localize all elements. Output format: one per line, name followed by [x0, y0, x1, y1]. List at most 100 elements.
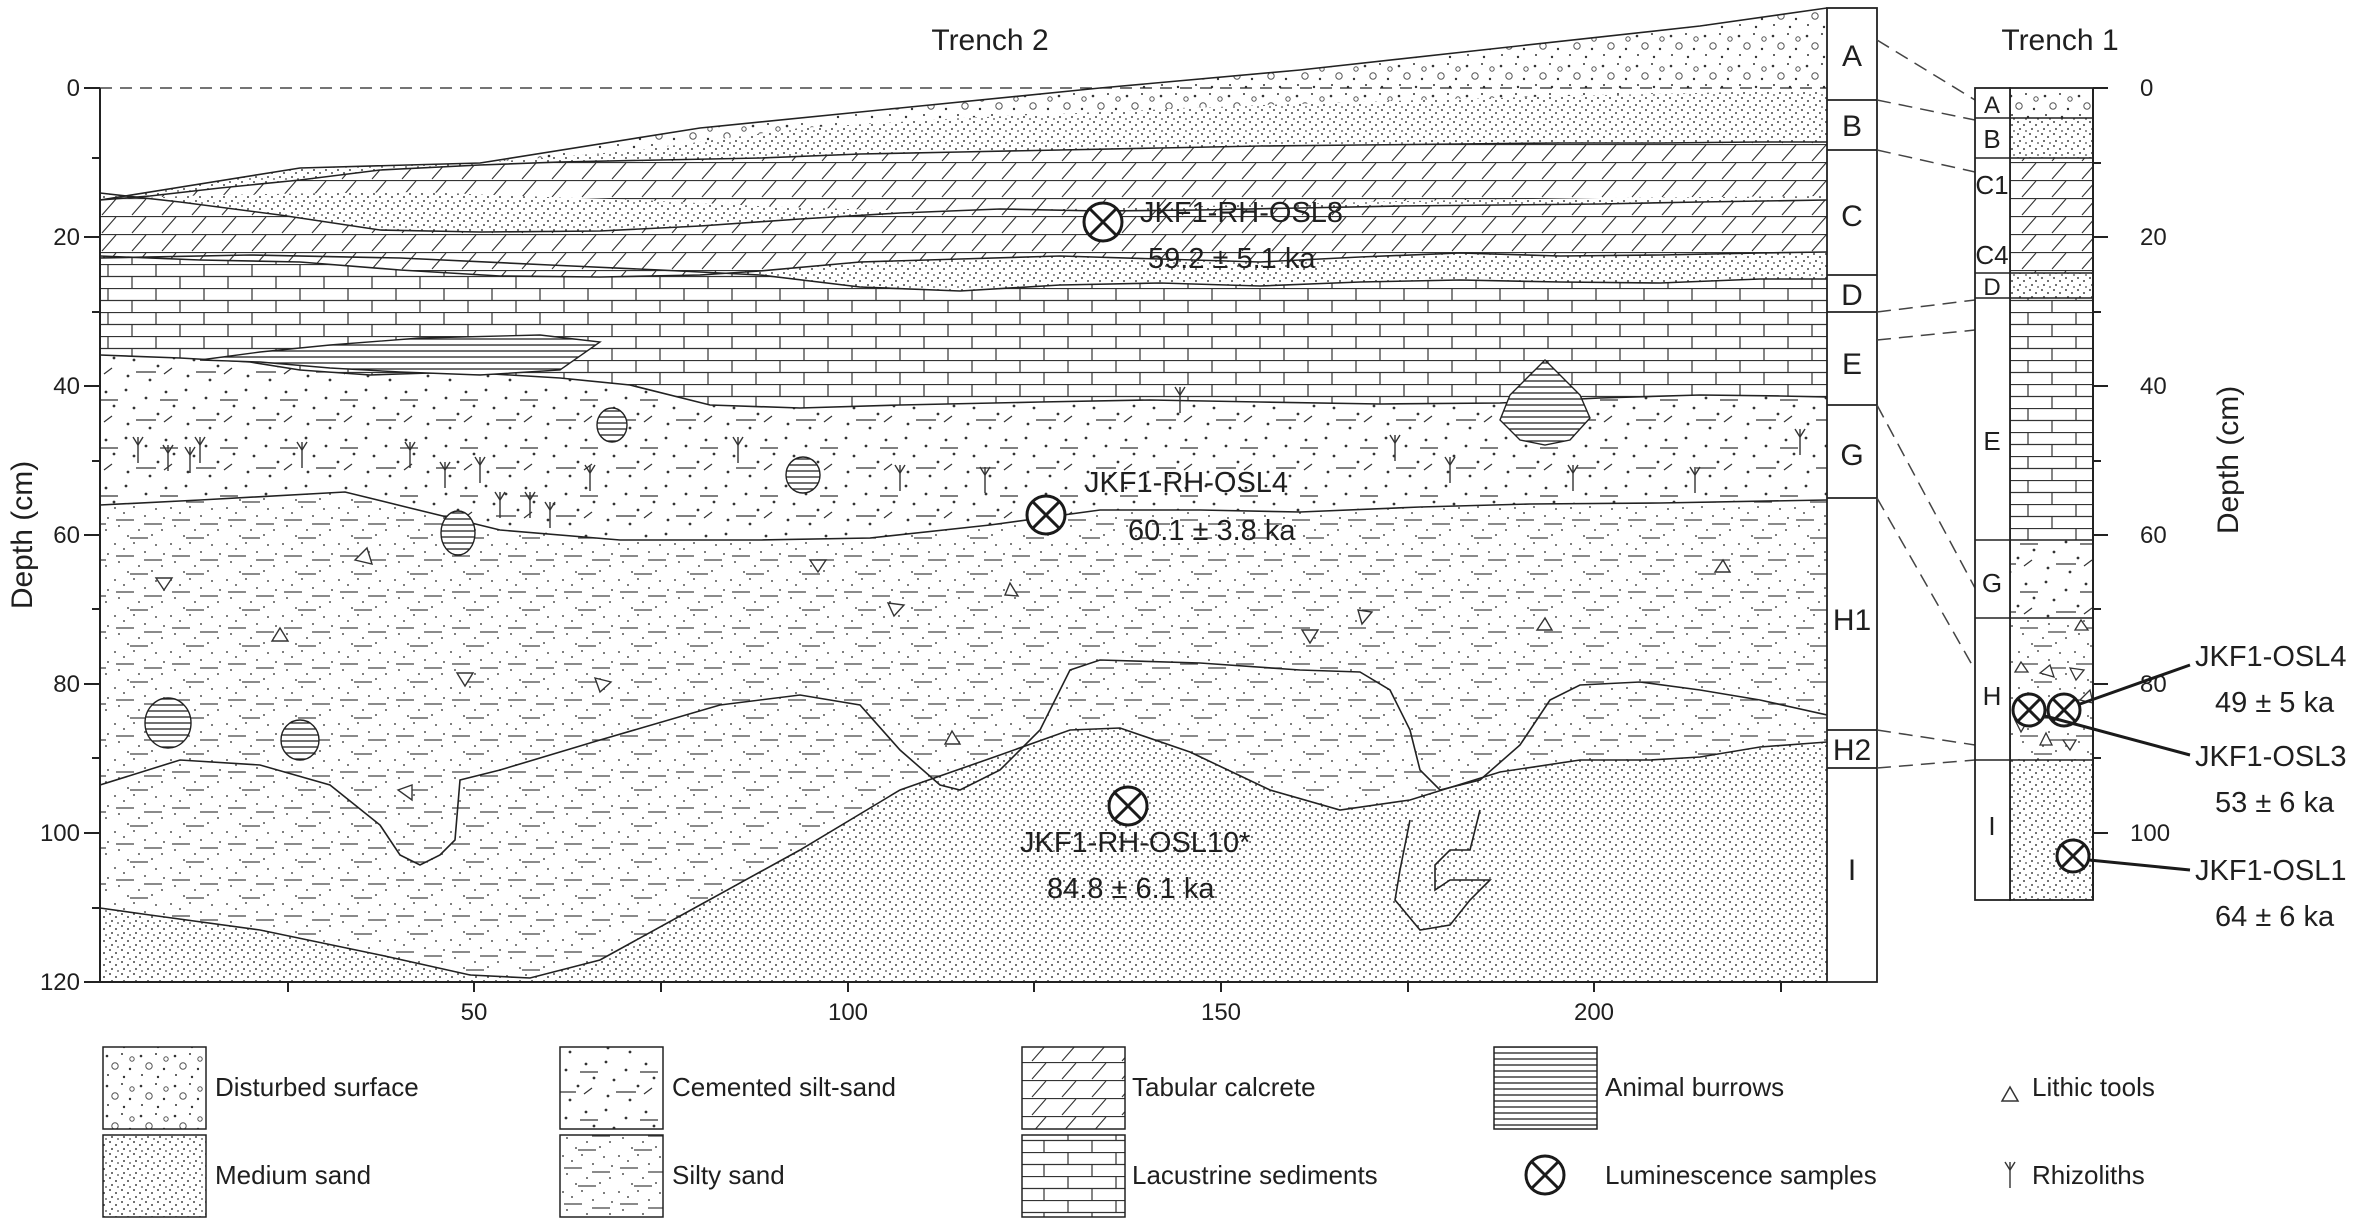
- y-tick-label: 120: [40, 969, 80, 996]
- trench2-title: Trench 2: [931, 24, 1048, 57]
- trench1-sample-osl3: JKF1-OSL3 53 ± 6 ka: [2011, 692, 2347, 819]
- legend-label: Luminescence samples: [1605, 1160, 1877, 1190]
- layer-cemented-silt-sand: [100, 355, 1827, 540]
- layer-silty-sand: [100, 492, 1827, 978]
- x-tick-label: 150: [1201, 999, 1241, 1026]
- legend-item-cemented-silt-sand: Cemented silt-sand: [559, 1046, 896, 1130]
- legend-item-lacustrine-sediments: Lacustrine sediments: [1021, 1134, 1378, 1218]
- sample-age: 84.8 ± 6.1 ka: [1047, 873, 1215, 905]
- x-tick-label: 100: [828, 999, 868, 1026]
- animal-burrow-4: [144, 697, 192, 749]
- unit-label: H: [1983, 681, 2002, 711]
- y-tick-label: 100: [40, 820, 80, 847]
- trench2-unit-column: A B C D E G H1 H2 I: [1826, 7, 1878, 983]
- animal-burrow-1: [596, 407, 628, 443]
- unit-label: C4: [1975, 240, 2008, 270]
- legend-label: Tabular calcrete: [1132, 1072, 1316, 1102]
- layer-tabular-calcrete-lower: [100, 193, 1827, 277]
- legend-item-tabular-calcrete: Tabular calcrete: [1021, 1046, 1316, 1130]
- legend-label: Cemented silt-sand: [672, 1072, 896, 1102]
- trench1-title: Trench 1: [2001, 24, 2118, 57]
- trench1-y-tick-labels: 0 20 40 60 80 100: [2130, 75, 2170, 847]
- lithic-tools-group: [154, 546, 1732, 802]
- trench1-section: [2009, 87, 2094, 901]
- sample-id: JKF1-OSL3: [2195, 741, 2347, 773]
- unit-label: I: [1848, 854, 1856, 887]
- y-tick-label: 100: [2130, 820, 2170, 847]
- y-tick-label: 0: [67, 75, 80, 102]
- y-tick-label: 20: [53, 224, 80, 251]
- trench2-sample-osl4: JKF1-RH-OSL4 60.1 ± 3.8 ka: [1025, 467, 1296, 547]
- rhizolith-icon: [2004, 1161, 2016, 1189]
- trench1-sample-osl4: JKF1-OSL4 49 ± 5 ka: [2046, 641, 2347, 728]
- sample-age: 64 ± 6 ka: [2215, 901, 2335, 933]
- y-tick-label: 60: [53, 522, 80, 549]
- trench2-sample-osl10: JKF1-RH-OSL10* 84.8 ± 6.1 ka: [1020, 785, 1250, 905]
- unit-label: E: [1983, 426, 2000, 456]
- legend-label: Lacustrine sediments: [1132, 1160, 1378, 1190]
- x-tick-label: 50: [461, 999, 488, 1026]
- unit-label: D: [1841, 279, 1863, 312]
- animal-burrow-2: [785, 456, 821, 494]
- sample-age: 49 ± 5 ka: [2215, 687, 2335, 719]
- animal-burrow-lens: [199, 334, 602, 376]
- y-tick-label: 60: [2140, 522, 2167, 549]
- y-tick-label: 40: [53, 373, 80, 400]
- trench1-sample-osl1: JKF1-OSL1 64 ± 6 ka: [2055, 838, 2347, 933]
- layer-medium-sand-bottom: [100, 728, 1827, 982]
- trench2-sample-osl8: JKF1-RH-OSL8 59.2 ± 5.1 ka: [1082, 197, 1343, 275]
- legend: Disturbed surface Cemented silt-sand Tab…: [102, 1046, 2155, 1218]
- layer-disturbed-surface: [480, 8, 1827, 163]
- sample-age: 53 ± 6 ka: [2215, 787, 2335, 819]
- unit-label: I: [1988, 811, 1995, 841]
- legend-item-luminescence-samples: Luminescence samples: [1524, 1154, 1877, 1196]
- unit-label: G: [1982, 568, 2002, 598]
- trench1-y-axis: [2092, 87, 2108, 900]
- unit-label: C1: [1975, 170, 2008, 200]
- legend-label: Medium sand: [215, 1160, 371, 1190]
- legend-label: Lithic tools: [2032, 1072, 2155, 1102]
- y-tick-label: 80: [53, 671, 80, 698]
- trench2-y-axis: [84, 87, 100, 983]
- unit-label: H2: [1833, 734, 1871, 767]
- legend-item-silty-sand: Silty sand: [559, 1134, 785, 1218]
- sample-id: JKF1-OSL4: [2195, 641, 2347, 673]
- sample-age: 60.1 ± 3.8 ka: [1128, 515, 1296, 547]
- correlation-lines: [1876, 39, 1976, 769]
- animal-burrow-3: [440, 510, 476, 556]
- trench2-section: [100, 0, 1827, 982]
- legend-item-lithic-tools: Lithic tools: [2000, 1072, 2155, 1102]
- unit-label: C: [1841, 200, 1863, 233]
- unit-label: A: [1984, 92, 2000, 119]
- y-tick-label: 20: [2140, 224, 2167, 251]
- legend-item-animal-burrows: Animal burrows: [1493, 1046, 1784, 1130]
- trench2-x-tick-labels: 50 100 150 200: [461, 999, 1614, 1026]
- unit-label: B: [1983, 124, 2000, 154]
- trench2-y-tick-labels: 0 20 40 60 80 100 120: [40, 75, 80, 996]
- legend-label: Animal burrows: [1605, 1072, 1784, 1102]
- legend-item-medium-sand: Medium sand: [102, 1134, 371, 1218]
- luminescence-sample-icon: [1524, 1154, 1566, 1196]
- legend-label: Disturbed surface: [215, 1072, 419, 1102]
- animal-burrow-5: [280, 719, 320, 761]
- legend-label: Silty sand: [672, 1160, 785, 1190]
- sample-id: JKF1-OSL1: [2195, 855, 2347, 887]
- trench1-y-axis-title: Depth (cm): [2212, 386, 2245, 534]
- layer-medium-sand-lens: [100, 192, 1827, 232]
- sample-id: JKF1-RH-OSL8: [1140, 197, 1343, 229]
- sample-age: 59.2 ± 5.1 ka: [1148, 243, 1316, 275]
- animal-burrow-drop: [1499, 359, 1591, 446]
- sample-id: JKF1-RH-OSL4: [1085, 467, 1288, 499]
- unit-label: H1: [1833, 604, 1871, 637]
- trench2-x-axis: [287, 982, 1782, 992]
- y-tick-label: 40: [2140, 373, 2167, 400]
- legend-item-disturbed-surface: Disturbed surface: [102, 1046, 419, 1130]
- unit-label: B: [1842, 110, 1862, 143]
- trench2-y-axis-title: Depth (cm): [6, 461, 39, 609]
- layer-medium-sand-b: [100, 90, 1827, 200]
- y-tick-label: 0: [2140, 75, 2153, 102]
- legend-label: Rhizoliths: [2032, 1160, 2145, 1190]
- trench1-unit-column: A B C1 C4 D E G H I: [1974, 87, 2011, 901]
- unit-label: A: [1842, 40, 1862, 73]
